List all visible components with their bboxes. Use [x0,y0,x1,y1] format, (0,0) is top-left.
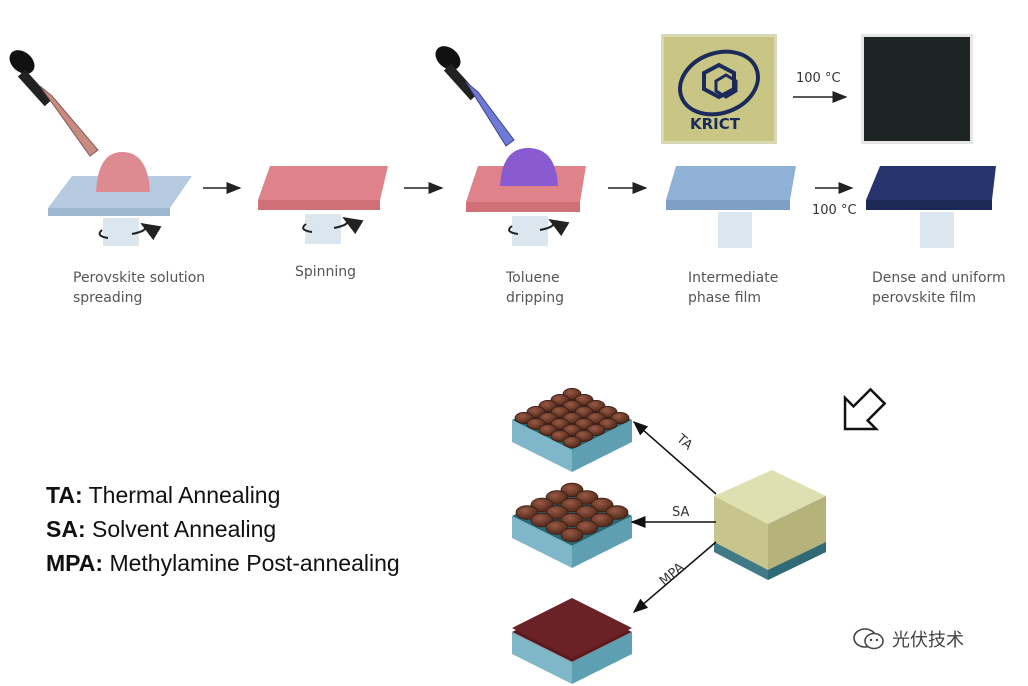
anneal-label-top: 100 °C [796,71,841,86]
wechat-icon [853,628,884,650]
stage-label-3: Toluene dripping [506,268,564,308]
dense-film-photo [861,34,973,144]
grain [575,520,599,535]
stage5-substrate [866,166,996,248]
legend-item-mpa: MPA: Methylamine Post-annealing [46,546,400,580]
anneal-label-bottom: 100 °C [812,203,857,218]
stage4-line2: phase film [688,290,762,306]
stage4-line1: Intermediate [688,270,779,286]
grain [560,482,584,498]
droplet-pink [96,152,150,192]
stage3-substrate [466,148,586,246]
intermediate-cube [714,470,826,580]
ta-route-label: TA [673,431,696,453]
abbreviation-legend: TA: Thermal Annealing SA: Solvent Anneal… [46,478,400,580]
stage1-line2: spreading [73,290,143,306]
stage4-substrate [666,166,796,248]
droplet-purple [500,148,558,186]
grain [560,512,584,528]
annealing-diagram: TA SA MPA [512,387,887,684]
grain [575,490,599,505]
pipette-blue-icon [435,46,515,147]
watermark-text: 光伏技术 [892,630,964,651]
sa-route-label: SA [672,505,689,520]
mpa-route-label: MPA [657,560,687,589]
process-diagram: 100 °C 100 °C [9,46,996,248]
stage-label-5: Dense and uniform perovskite film [872,268,1006,308]
krict-photo: KRICT [661,34,777,144]
legend-text-ta: Thermal Annealing [82,482,281,508]
grain [515,505,539,520]
pipette-icon [9,50,99,157]
hollow-down-arrow-icon [843,387,887,431]
grain [530,497,554,513]
grain [545,520,569,535]
krict-text: KRICT [690,115,741,133]
stage3-line1: Toluene [506,270,560,286]
grain [545,490,569,505]
legend-abbr-sa: SA: [46,516,86,542]
stage3-line2: dripping [506,290,564,306]
ta-arrow [632,421,717,495]
stage2-substrate [258,166,388,244]
grain [545,505,569,520]
grain [530,512,554,528]
legend-item-ta: TA: Thermal Annealing [46,478,400,512]
legend-abbr-mpa: MPA: [46,550,104,576]
grain [562,436,582,448]
stage2-line1: Spinning [295,264,357,280]
stage-label-1: Perovskite solution spreading [73,268,205,308]
grain [590,497,614,513]
stage-label-4: Intermediate phase film [688,268,778,308]
stage1-substrate [48,152,192,246]
grain [575,505,599,520]
grain [605,505,629,520]
sa-film-block [512,482,632,568]
grain [560,497,584,513]
ta-film-block [512,388,632,472]
stage-label-2: Spinning [295,262,356,282]
mpa-arrow [632,541,717,613]
legend-item-sa: SA: Solvent Annealing [46,512,400,546]
watermark: 光伏技术 [852,626,964,652]
stage5-line2: perovskite film [872,290,976,306]
stage1-line1: Perovskite solution [73,270,206,286]
grain [590,512,614,528]
stage5-line1: Dense and uniform [872,270,1006,286]
mpa-film-block [512,598,632,684]
legend-text-mpa: Methylamine Post-annealing [103,550,400,576]
legend-abbr-ta: TA: [46,482,83,508]
grain [560,527,584,543]
legend-text-sa: Solvent Annealing [85,516,277,542]
